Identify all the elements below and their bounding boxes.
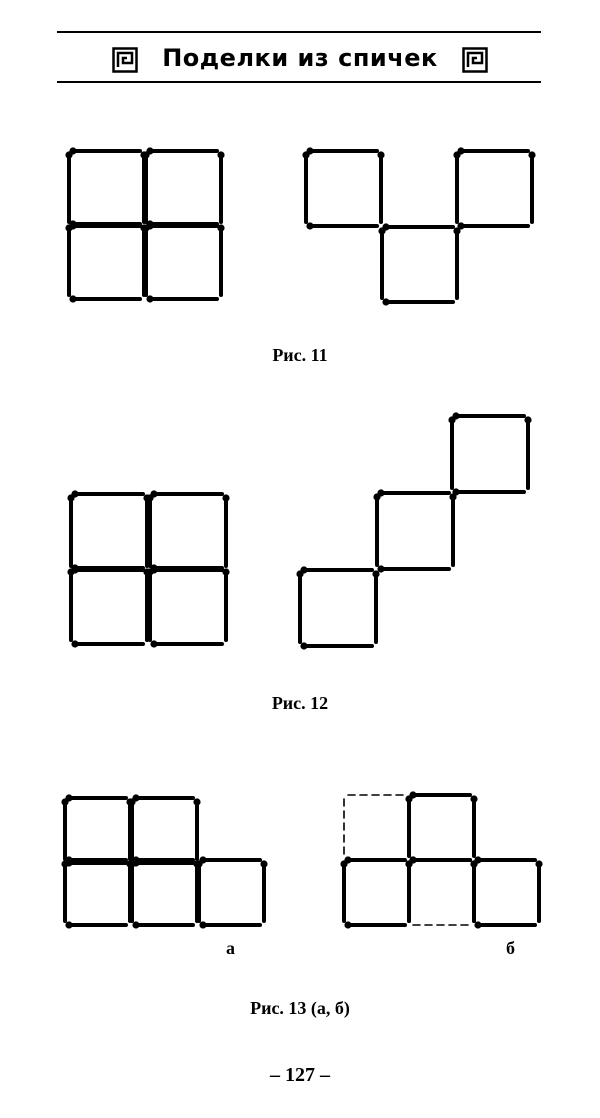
page-number: – 127 – [270, 1064, 330, 1086]
header-rule-bottom [57, 81, 541, 83]
figure-12-caption: Рис. 12 [271, 693, 329, 713]
meander-square-icon [112, 47, 138, 73]
page-header-title: Поделки из спичек [162, 44, 438, 72]
figure-13-caption: Рис. 13 (а, б) [250, 998, 350, 1018]
figure-12-matches [67, 412, 532, 650]
figure-13-label-b: б [506, 938, 515, 958]
figure-11-matches [65, 147, 536, 306]
header-rule-top [57, 31, 541, 33]
figure-11-caption: Рис. 11 [272, 345, 328, 365]
meander-square-icon [462, 47, 488, 73]
figure-13-label-a: а [226, 938, 235, 958]
figure-13-matches [61, 791, 543, 929]
